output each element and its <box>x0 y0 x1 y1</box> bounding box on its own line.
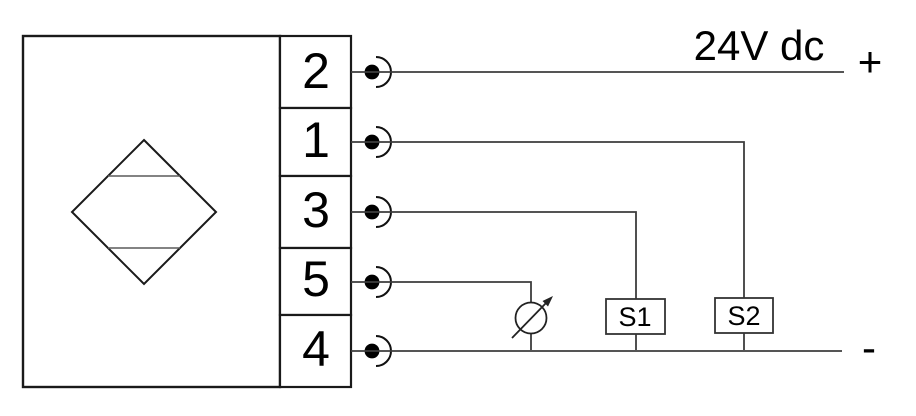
terminal-1-label: 1 <box>302 112 330 168</box>
meter-arrow-shaft <box>511 301 548 339</box>
terminal-2-label: 2 <box>302 43 330 99</box>
supply-voltage-label: 24V dc <box>694 22 825 69</box>
terminal-block: 2 1 3 5 4 <box>278 34 353 389</box>
terminal-4: 4 <box>278 313 353 389</box>
meter-arrow-head <box>542 296 553 307</box>
terminal-3-box <box>278 174 353 250</box>
negative-polarity-label: - <box>862 324 876 371</box>
device <box>21 34 282 389</box>
terminal-4-box <box>278 313 353 389</box>
switch-s2: S2 <box>714 297 774 334</box>
terminal-1: 1 <box>278 106 353 178</box>
wire-terminal3-to-s1 <box>351 211 637 350</box>
switch-s2-box <box>714 297 774 334</box>
wire-terminal1-to-s2 <box>351 141 745 350</box>
terminal-2-box <box>278 34 353 110</box>
terminal-3-label: 3 <box>302 182 330 238</box>
switch-s2-label: S2 <box>727 301 760 331</box>
terminal-4-label: 4 <box>302 321 330 377</box>
switch-s1-box <box>605 298 666 335</box>
terminal-5-label: 5 <box>302 251 330 307</box>
terminal-3: 3 <box>278 174 353 250</box>
positive-polarity-label: + <box>858 38 883 85</box>
terminal-5: 5 <box>278 246 353 317</box>
switch-s1-label: S1 <box>618 302 651 332</box>
wire-terminal5-to-meter <box>351 281 532 350</box>
switch-s1: S1 <box>605 298 666 335</box>
device-body <box>21 34 282 389</box>
sensor-diamond <box>70 138 218 286</box>
terminal-2: 2 <box>278 34 353 110</box>
diamond-proximity-sensor-icon <box>70 138 218 286</box>
wires <box>351 71 844 352</box>
adjustable-meter-icon <box>511 296 553 339</box>
terminal-1-box <box>278 106 353 178</box>
